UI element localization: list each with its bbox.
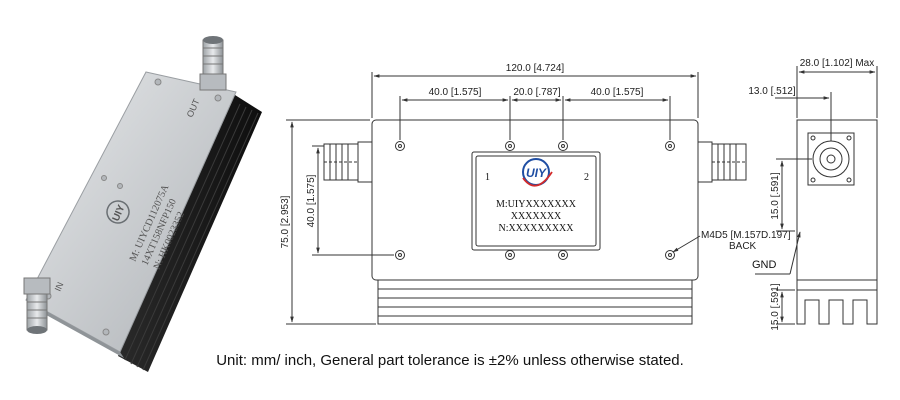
photo-screw xyxy=(101,175,107,181)
front-hole xyxy=(665,141,675,151)
front-mount-holes xyxy=(395,141,675,260)
photo-connector-in xyxy=(23,277,51,334)
dim-fin-height-text: 15.0 [.591] xyxy=(770,283,781,330)
front-logo: UIY xyxy=(522,158,553,187)
front-logo-text: UIY xyxy=(526,166,547,180)
units-caption: Unit: mm/ inch, General part tolerance i… xyxy=(216,352,684,369)
thread-note-sub: BACK xyxy=(729,241,757,252)
front-hole xyxy=(558,141,568,151)
dim-connector-offset-text: 13.0 [.512] xyxy=(748,86,795,97)
dim-hole-vertical xyxy=(312,145,394,256)
front-label-plate-inner xyxy=(475,155,597,247)
dim-side-depth-text: 28.0 [1.102] Max xyxy=(800,58,875,69)
front-fin xyxy=(377,288,693,299)
photo-connector-out xyxy=(199,36,227,91)
dim-hole-right-text: 40.0 [1.575] xyxy=(591,87,644,98)
housing-edge xyxy=(26,300,124,358)
front-hole xyxy=(395,250,405,260)
front-label-n: N:XXXXXXXXX xyxy=(499,223,575,234)
port-2-label: 2 xyxy=(584,172,589,183)
thread-note-leader xyxy=(672,235,701,253)
dim-hole-vertical-text: 40.0 [1.575] xyxy=(306,174,317,227)
photo-screw xyxy=(117,183,123,189)
dim-fin-height xyxy=(776,289,795,325)
front-fin xyxy=(377,297,693,308)
dim-hole-center-text: 20.0 [.787] xyxy=(513,87,560,98)
side-connector-outer xyxy=(812,140,850,178)
dim-hole-spacing xyxy=(399,96,671,140)
side-connector-pin xyxy=(826,154,836,164)
front-hole xyxy=(395,141,405,151)
dim-connector-height-text: 15.0 [.591] xyxy=(770,172,781,219)
front-fin xyxy=(377,315,693,325)
dim-overall-height-text: 75.0 [2.953] xyxy=(280,195,291,248)
photo-port-in-label: IN xyxy=(53,281,66,293)
dim-connector-offset xyxy=(775,92,832,141)
photo-screw xyxy=(102,328,110,336)
side-connector-mid xyxy=(819,147,843,171)
front-hole xyxy=(558,250,568,260)
front-connector-right xyxy=(697,141,747,183)
front-fin xyxy=(377,279,693,290)
thread-note: M4D5 [M.157D.197] xyxy=(701,230,791,241)
side-body xyxy=(796,119,878,281)
dim-side-depth xyxy=(796,66,878,118)
side-view xyxy=(755,66,878,325)
front-connector-left xyxy=(323,141,373,183)
heatsink-side xyxy=(118,95,262,372)
dim-connector-height xyxy=(776,158,812,232)
photo-screw xyxy=(214,94,222,102)
product-photo: OUT IN UIY M: UIYCD112075A 14XT158NFP150… xyxy=(23,36,262,372)
front-hole xyxy=(665,250,675,260)
front-hole xyxy=(505,250,515,260)
front-label-spec: XXXXXXX xyxy=(511,211,562,222)
port-1-label: 1 xyxy=(485,172,490,183)
heatsink-fins xyxy=(124,103,259,371)
dim-overall-width xyxy=(371,72,699,118)
dim-overall-width-text: 120.0 [4.724] xyxy=(506,63,565,74)
front-hole xyxy=(505,141,515,151)
front-label-plate xyxy=(471,151,601,251)
dim-hole-left-text: 40.0 [1.575] xyxy=(429,87,482,98)
front-label-m: M:UIYXXXXXXX xyxy=(496,199,577,210)
front-view xyxy=(286,72,747,325)
photo-screw xyxy=(154,78,162,86)
front-fin xyxy=(377,306,693,317)
gnd-label: GND xyxy=(752,259,777,271)
dim-overall-height xyxy=(286,119,376,325)
side-fins xyxy=(796,280,878,325)
